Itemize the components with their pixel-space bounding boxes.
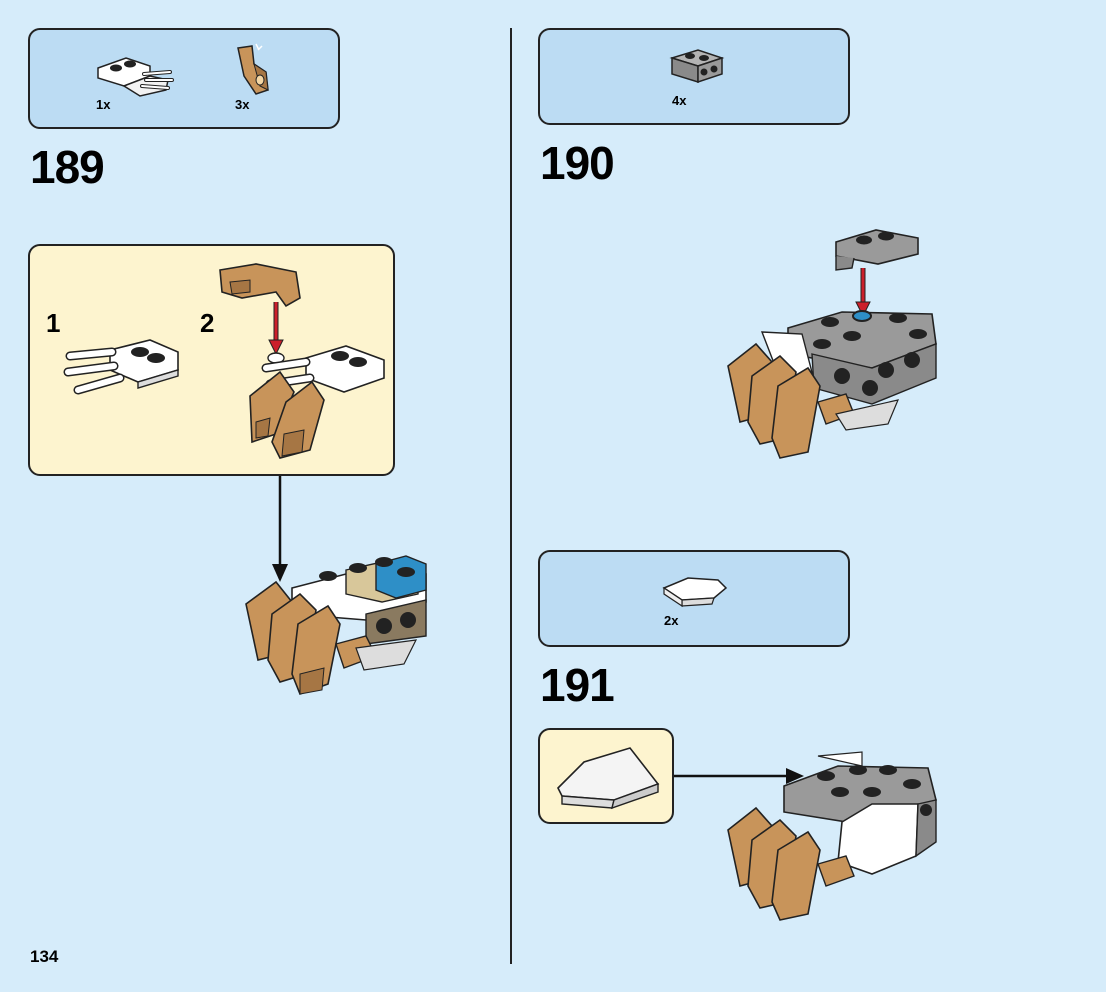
- parts-callout-step-191: 2x: [538, 550, 850, 647]
- step-189-assembly-illustration: [236, 544, 432, 696]
- white-wedge-plate-illustration: [554, 744, 662, 810]
- parts-callout-step-189: 1x 3x: [28, 28, 340, 129]
- step-191-assembly-illustration: [722, 746, 940, 922]
- step-number-189: 189: [30, 140, 104, 194]
- gold-claw-piece-icon: [230, 42, 280, 98]
- substep-box-191: [538, 728, 674, 824]
- step-number-191: 191: [540, 658, 614, 712]
- hand-with-gold-claws-illustration: [236, 338, 386, 464]
- part-qty-3: 4x: [672, 93, 686, 108]
- grey-bracket-falling-illustration: [832, 224, 922, 274]
- part-qty-1: 1x: [96, 97, 110, 112]
- gold-claw-piece-illustration: [216, 262, 306, 312]
- substep-number-1: 1: [46, 308, 60, 339]
- grey-bracket-plate-icon: [668, 44, 728, 90]
- white-hand-assembly-icon: [94, 46, 174, 96]
- substep-box-189: 1 2: [28, 244, 395, 476]
- part-qty-2: 3x: [235, 97, 249, 112]
- part-qty-4: 2x: [664, 613, 678, 628]
- substep-number-2: 2: [200, 308, 214, 339]
- column-divider: [510, 28, 512, 964]
- step-number-190: 190: [540, 136, 614, 190]
- white-wedge-plate-icon: [658, 574, 730, 610]
- page-number: 134: [30, 947, 58, 967]
- step-190-assembly-illustration: [722, 304, 940, 460]
- white-hand-assembly-illustration: [60, 330, 180, 410]
- parts-callout-step-190: 4x: [538, 28, 850, 125]
